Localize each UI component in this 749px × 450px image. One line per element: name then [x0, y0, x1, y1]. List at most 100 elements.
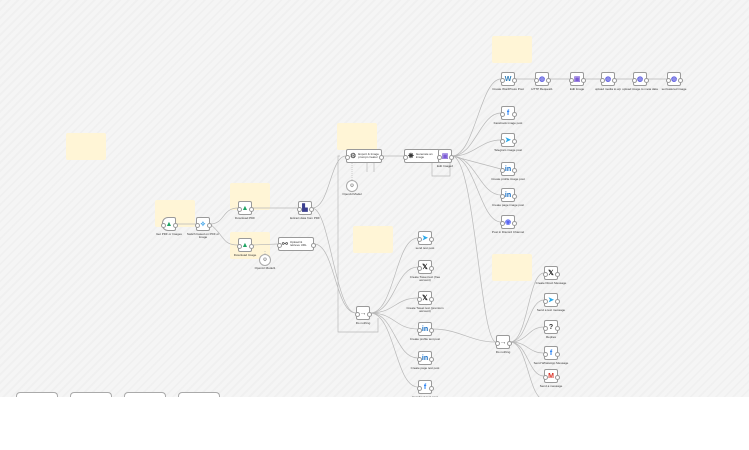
workflow-node-tg_text[interactable]: ➤ — [416, 231, 434, 245]
output-port[interactable] — [206, 222, 212, 228]
output-port[interactable] — [506, 340, 512, 346]
input-port[interactable] — [499, 193, 505, 199]
output-port[interactable] — [428, 327, 434, 333]
input-port[interactable] — [542, 351, 548, 357]
sticky-note[interactable] — [337, 123, 377, 150]
bottom-toolbar-button[interactable] — [70, 392, 112, 397]
output-port[interactable] — [511, 77, 517, 83]
workflow-node-edit_img2[interactable]: ▣ — [568, 72, 586, 86]
output-port[interactable] — [428, 356, 434, 362]
sub-node-openai_model_2[interactable]: ⚙ — [346, 180, 358, 192]
workflow-node-http1[interactable]: ◍ — [533, 72, 551, 86]
workflow-node-wp[interactable]: W — [499, 72, 517, 86]
input-port[interactable] — [533, 77, 539, 83]
workflow-node-fb_text[interactable]: f — [416, 380, 434, 394]
input-port[interactable] — [416, 265, 422, 271]
output-port[interactable] — [428, 236, 434, 242]
output-port[interactable] — [428, 265, 434, 271]
input-port[interactable] — [665, 77, 671, 83]
input-port[interactable] — [160, 222, 166, 228]
workflow-node-featured[interactable]: ◍ — [665, 72, 683, 86]
output-port[interactable] — [554, 351, 560, 357]
workflow-node-x_dm[interactable]: 𝕏 — [542, 266, 560, 280]
input-port[interactable] — [631, 77, 637, 83]
workflow-canvas[interactable]: ▲Get PDF or Images⟡Switch based on PDF o… — [0, 0, 749, 397]
workflow-node-generate_img[interactable]: ❋Generate an image — [402, 149, 442, 163]
workflow-node-switch[interactable]: ⟡ — [194, 217, 212, 231]
bottom-toolbar-button[interactable] — [16, 392, 58, 397]
input-port[interactable] — [354, 311, 360, 317]
workflow-node-gmail[interactable]: M — [542, 369, 560, 383]
output-port[interactable] — [643, 77, 649, 83]
input-port[interactable] — [276, 242, 282, 248]
sticky-note[interactable] — [66, 133, 106, 160]
input-port[interactable] — [416, 356, 422, 362]
input-port[interactable] — [499, 111, 505, 117]
input-port[interactable] — [499, 77, 505, 83]
workflow-node-fb_img[interactable]: f — [499, 106, 517, 120]
input-port[interactable] — [568, 77, 574, 83]
workflow-node-download_image[interactable]: ▲ — [236, 238, 254, 252]
workflow-node-tg_img[interactable]: ➤ — [499, 133, 517, 147]
workflow-node-upload_url[interactable]: ⚯Upload & retrieve URL — [276, 237, 316, 251]
input-port[interactable] — [416, 296, 422, 302]
workflow-node-do_nothing_1[interactable]: → — [354, 306, 372, 320]
input-port[interactable] — [542, 374, 548, 380]
workflow-node-export_img[interactable]: ⚙Export & Image prompt creator — [344, 149, 384, 163]
output-port[interactable] — [448, 154, 454, 160]
output-port[interactable] — [428, 296, 434, 302]
workflow-node-li_page_img[interactable]: in — [499, 188, 517, 202]
output-port[interactable] — [366, 311, 372, 317]
output-port[interactable] — [580, 77, 586, 83]
sticky-note[interactable] — [492, 254, 532, 281]
output-port[interactable] — [554, 374, 560, 380]
workflow-node-edit_image[interactable]: ▣ — [436, 149, 454, 163]
output-port[interactable] — [310, 242, 316, 248]
output-port[interactable] — [511, 111, 517, 117]
workflow-node-upload_meta[interactable]: ◍ — [631, 72, 649, 86]
output-port[interactable] — [511, 193, 517, 199]
workflow-node-discord[interactable]: ◉ — [499, 215, 517, 229]
workflow-node-x_premium[interactable]: 𝕏 — [416, 291, 434, 305]
input-port[interactable] — [236, 243, 242, 249]
input-port[interactable] — [494, 340, 500, 346]
input-port[interactable] — [436, 154, 442, 160]
workflow-node-download_pdf[interactable]: ▲ — [236, 201, 254, 215]
workflow-node-upload_wp[interactable]: ◍ — [599, 72, 617, 86]
input-port[interactable] — [499, 167, 505, 173]
output-port[interactable] — [248, 206, 254, 212]
input-port[interactable] — [499, 138, 505, 144]
output-port[interactable] — [611, 77, 617, 83]
workflow-node-tg_msg[interactable]: ➤ — [542, 293, 560, 307]
workflow-node-wa[interactable]: f — [542, 346, 560, 360]
workflow-node-li_profile_text[interactable]: in — [416, 322, 434, 336]
sub-node-openai_model_1[interactable]: ⚙ — [259, 254, 271, 266]
workflow-node-x_free[interactable]: 𝕏 — [416, 260, 434, 274]
workflow-node-extract_pdf[interactable]: ▙ — [296, 201, 314, 215]
input-port[interactable] — [236, 206, 242, 212]
bottom-toolbar-button[interactable] — [124, 392, 166, 397]
input-port[interactable] — [402, 154, 408, 160]
workflow-node-li_page_text[interactable]: in — [416, 351, 434, 365]
output-port[interactable] — [554, 271, 560, 277]
output-port[interactable] — [545, 77, 551, 83]
input-port[interactable] — [542, 298, 548, 304]
input-port[interactable] — [416, 327, 422, 333]
input-port[interactable] — [542, 271, 548, 277]
workflow-node-li_profile_img[interactable]: in — [499, 162, 517, 176]
output-port[interactable] — [511, 167, 517, 173]
input-port[interactable] — [296, 206, 302, 212]
output-port[interactable] — [511, 220, 517, 226]
workflow-node-do_nothing_2[interactable]: → — [494, 335, 512, 349]
workflow-node-trigger[interactable]: ▲ — [160, 217, 178, 231]
output-port[interactable] — [378, 154, 384, 160]
output-port[interactable] — [308, 206, 314, 212]
input-port[interactable] — [194, 222, 200, 228]
sticky-note[interactable] — [353, 226, 393, 253]
bottom-toolbar-button[interactable] — [178, 392, 220, 397]
output-port[interactable] — [248, 243, 254, 249]
sticky-note[interactable] — [492, 36, 532, 63]
output-port[interactable] — [554, 325, 560, 331]
input-port[interactable] — [416, 385, 422, 391]
input-port[interactable] — [344, 154, 350, 160]
